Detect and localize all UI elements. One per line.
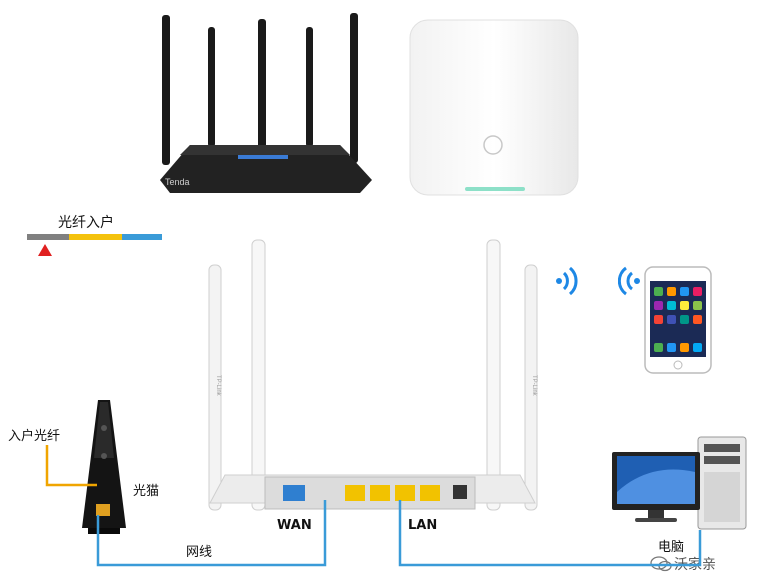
lan-label: LAN bbox=[408, 518, 438, 533]
tenda-router-image: Tenda bbox=[150, 5, 380, 205]
smartphone-image bbox=[643, 265, 713, 375]
fiber-color-bar bbox=[27, 234, 162, 240]
phone-wifi-icon bbox=[618, 266, 640, 296]
computer-label: 电脑 bbox=[658, 540, 685, 555]
optical-modem-image bbox=[78, 398, 130, 536]
mesh-router-image bbox=[405, 15, 585, 200]
wifi-signal-icon bbox=[556, 264, 580, 298]
svg-text:TP-Link: TP-Link bbox=[215, 375, 221, 397]
modem-label: 光猫 bbox=[133, 484, 160, 499]
fiber-in-label: 光纤入户 bbox=[58, 215, 114, 231]
svg-text:TP-Link: TP-Link bbox=[531, 375, 537, 397]
tenda-logo: Tenda bbox=[165, 177, 190, 187]
cable-label: 网线 bbox=[186, 545, 213, 560]
wan-label: WAN bbox=[277, 518, 312, 533]
red-marker-icon bbox=[38, 244, 52, 256]
home-fiber-label: 入户光纤 bbox=[8, 429, 61, 444]
desktop-computer-image bbox=[610, 432, 750, 532]
tplink-router-image: TP-Link TP-Link bbox=[195, 235, 550, 520]
